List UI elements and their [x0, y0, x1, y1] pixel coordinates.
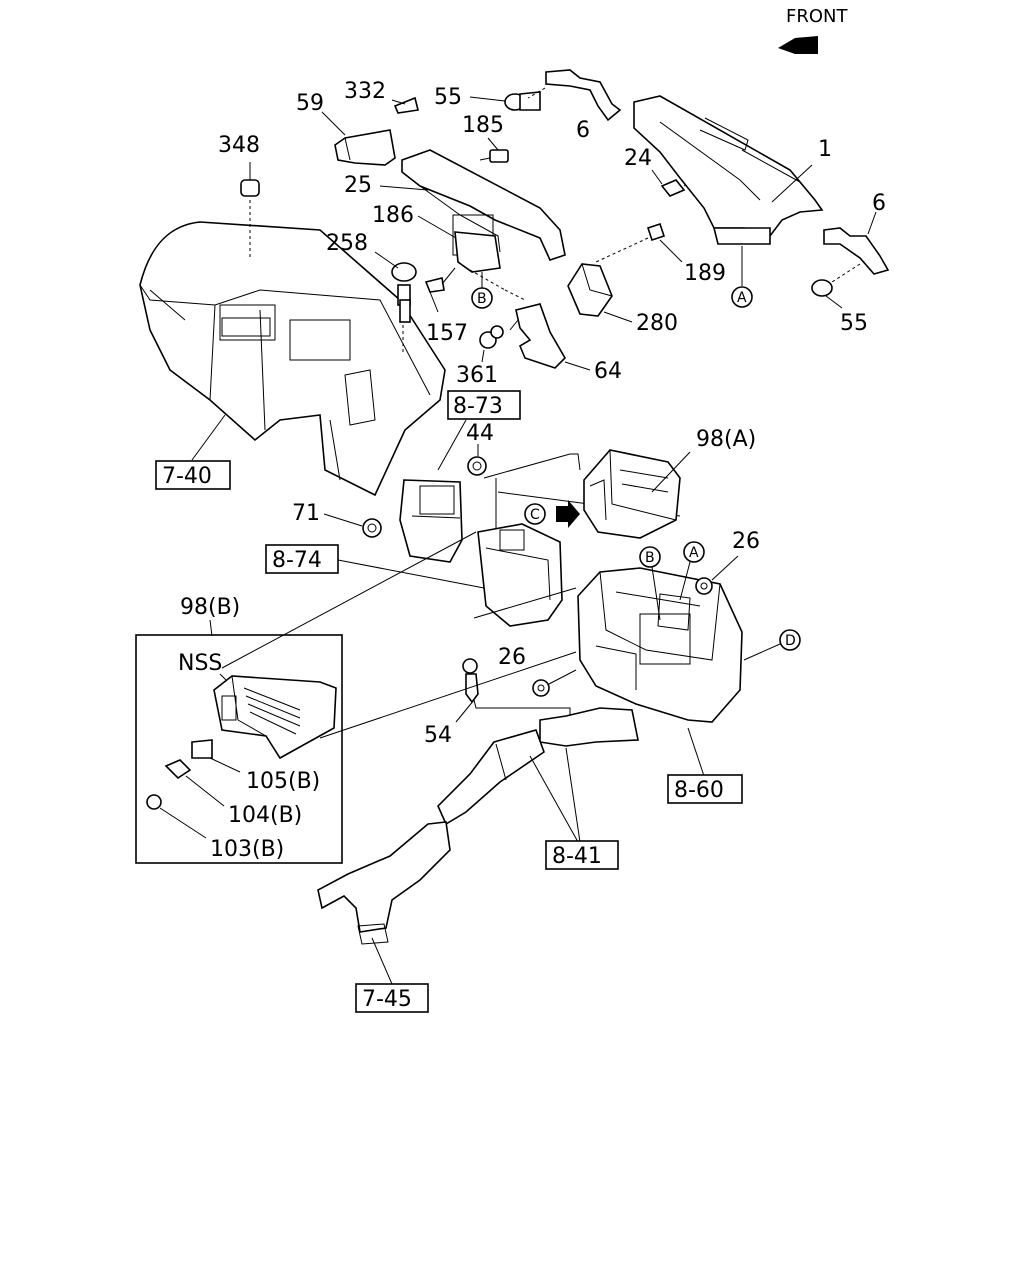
label-55-top: 55 [434, 85, 462, 110]
nut-71 [323, 513, 382, 538]
label-26-right: 26 [732, 529, 760, 554]
label-185: 185 [462, 113, 504, 138]
blower-8-74 [477, 523, 563, 627]
svg-text:B: B [477, 291, 487, 307]
unit-98a [583, 449, 691, 539]
screw-157 [424, 267, 456, 313]
marker-d: D [743, 629, 801, 661]
ref-7-45: 7-45 [362, 987, 412, 1012]
group-98b-frame [135, 634, 343, 864]
marker-a-heater: A [679, 541, 705, 601]
ref-8-41-box [545, 840, 619, 870]
label-98a: 98(A) [696, 427, 756, 452]
plate-105b [191, 739, 241, 773]
screw-103b [146, 794, 207, 839]
label-103b: 103(B) [210, 837, 284, 862]
svg-text:A: A [737, 290, 747, 306]
clip-348 [240, 162, 260, 197]
label-44: 44 [466, 421, 494, 446]
label-104b: 104(B) [228, 803, 302, 828]
clip-55-top [469, 91, 541, 111]
ref-7-40-box [155, 460, 231, 490]
ref-7-40: 7-40 [162, 464, 212, 489]
marker-b-top: B [471, 272, 493, 309]
label-157: 157 [426, 321, 468, 346]
knob-258 [374, 251, 417, 323]
label-258: 258 [326, 231, 368, 256]
label-26-center: 26 [498, 645, 526, 670]
clip-54 [455, 658, 571, 723]
label-98b: 98(B) [180, 595, 240, 620]
ref-8-73: 8-73 [453, 394, 503, 419]
ref-8-74-box [265, 544, 339, 574]
bracket-6-top [527, 69, 622, 122]
nut-44 [467, 444, 487, 476]
duct-280 [567, 263, 633, 323]
label-105b: 105(B) [246, 769, 320, 794]
label-332: 332 [344, 79, 386, 104]
label-280: 280 [636, 311, 678, 336]
duct-64 [509, 303, 591, 371]
ref-8-60-box [667, 774, 743, 804]
label-6-right: 6 [872, 191, 886, 216]
label-55-right: 55 [840, 311, 868, 336]
ref-8-74: 8-74 [272, 548, 322, 573]
front-arrow-icon [778, 36, 818, 54]
clip-55-right [811, 279, 843, 309]
filter-nss [213, 531, 577, 760]
label-nss: NSS [178, 651, 222, 676]
nut-26-center [532, 669, 577, 697]
label-25: 25 [344, 173, 372, 198]
label-1: 1 [818, 137, 832, 162]
bracket-6-right [823, 211, 890, 283]
nut-104b [164, 759, 225, 807]
marker-a-top: A [731, 246, 753, 308]
heater-unit-8-60 [473, 567, 743, 723]
front-label: FRONT [786, 6, 848, 27]
duct-186 [417, 215, 526, 301]
duct-7-45 [317, 821, 451, 945]
label-24: 24 [624, 146, 652, 171]
ref-7-45-box [355, 983, 429, 1013]
nut-26-right [695, 555, 739, 595]
label-6-top: 6 [576, 118, 590, 143]
ref-8-41: 8-41 [552, 844, 602, 869]
nut-361 [479, 325, 504, 363]
label-348: 348 [218, 133, 260, 158]
label-189: 189 [684, 261, 726, 286]
label-71: 71 [292, 501, 320, 526]
duct-1 [633, 95, 824, 245]
ref-8-73-box [447, 390, 521, 420]
duct-59 [321, 111, 396, 166]
dashboard-panel [139, 200, 446, 497]
label-64: 64 [594, 359, 622, 384]
label-186: 186 [372, 203, 414, 228]
label-361: 361 [456, 363, 498, 388]
svg-text:A: A [689, 545, 699, 561]
duct-8-41 [437, 707, 639, 826]
label-59: 59 [296, 91, 324, 116]
screw-332 [391, 96, 419, 114]
screw-189 [595, 222, 683, 263]
arrow-right-icon [556, 500, 580, 528]
screw-24 [651, 167, 713, 197]
svg-text:D: D [785, 633, 796, 649]
ref-8-60: 8-60 [674, 778, 724, 803]
svg-text:B: B [645, 550, 655, 566]
marker-c: C [524, 500, 580, 528]
label-54: 54 [424, 723, 452, 748]
screw-185 [479, 137, 509, 163]
svg-text:C: C [530, 507, 540, 523]
vent-8-73 [399, 479, 463, 563]
marker-b-heater: B [639, 546, 661, 621]
